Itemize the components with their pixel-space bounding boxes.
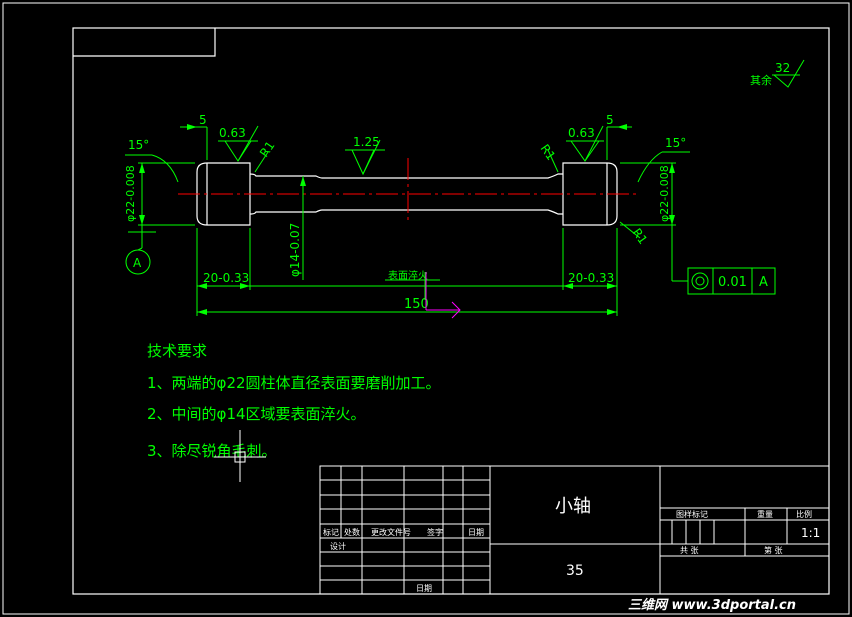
dim-middle-diameter: φ14-0.07 (288, 223, 302, 277)
tb-header-count: 处数 (344, 527, 360, 537)
tb-header-date: 日期 (468, 528, 484, 537)
tb-date-label: 日期 (416, 584, 432, 593)
tb-drawing-mark: 图样标记 (676, 509, 708, 519)
tb-scale-value: 1:1 (801, 526, 820, 540)
dim-overall-length: 150 (404, 297, 429, 312)
tb-header-mark: 标记 (323, 527, 339, 537)
tb-sheet-total: 共 张 (680, 546, 699, 555)
dim-end-diameter-right: φ22-0.008 (658, 165, 671, 222)
dim-radius-3: R1 (630, 226, 651, 247)
dimension-lines (125, 59, 805, 316)
dim-end-diameter-left: φ22-0.008 (124, 165, 137, 222)
watermark: 三维网 www.3dportal.cn (628, 597, 796, 613)
title-block (319, 465, 830, 595)
part-name: 小轴 (555, 496, 591, 517)
ucs-icon (425, 272, 461, 319)
tb-designer: 设计 (330, 541, 346, 551)
note-item-1: 1、两端的φ22圆柱体直径表面要磨削加工。 (147, 374, 441, 392)
roughness-general: 32 (775, 61, 790, 75)
tb-header-sign: 签字 (427, 527, 443, 537)
notes-title: 技术要求 (147, 342, 207, 360)
note-item-2: 2、中间的φ14区域要表面淬火。 (147, 405, 366, 423)
roughness-left: 0.63 (219, 126, 246, 140)
centerlines (178, 158, 640, 222)
tb-sheet-no: 第 张 (764, 545, 783, 555)
tb-scale-label: 比例 (796, 509, 812, 519)
tb-weight: 重量 (757, 509, 773, 519)
dim-end-right: 20-0.33 (568, 271, 614, 285)
tolerance-datum: A (759, 275, 768, 290)
roughness-general-label: 其余 (750, 73, 772, 87)
dim-angle-right: 15° (665, 136, 686, 150)
dim-radius-2: R1 (538, 142, 559, 163)
dim-chamfer-left: 5 (199, 113, 207, 127)
roughness-middle: 1.25 (353, 135, 380, 149)
tb-header-change-doc: 更改文件号 (371, 527, 411, 537)
dimension-arrows (139, 124, 675, 315)
dim-radius-1: R1 (257, 139, 278, 160)
dim-angle-left: 15° (128, 138, 149, 152)
corner-code-box (73, 28, 216, 57)
dim-end-left: 20-0.33 (203, 271, 249, 285)
dim-chamfer-right: 5 (606, 113, 614, 127)
note-item-3: 3、除尽锐角毛刺。 (147, 442, 277, 460)
hardening-label: 表面淬火 (388, 269, 428, 282)
roughness-right: 0.63 (568, 126, 595, 140)
tolerance-value: 0.01 (718, 275, 747, 290)
crosshair-cursor[interactable] (214, 430, 266, 482)
material: 35 (566, 563, 584, 579)
datum-label: A (133, 256, 142, 270)
